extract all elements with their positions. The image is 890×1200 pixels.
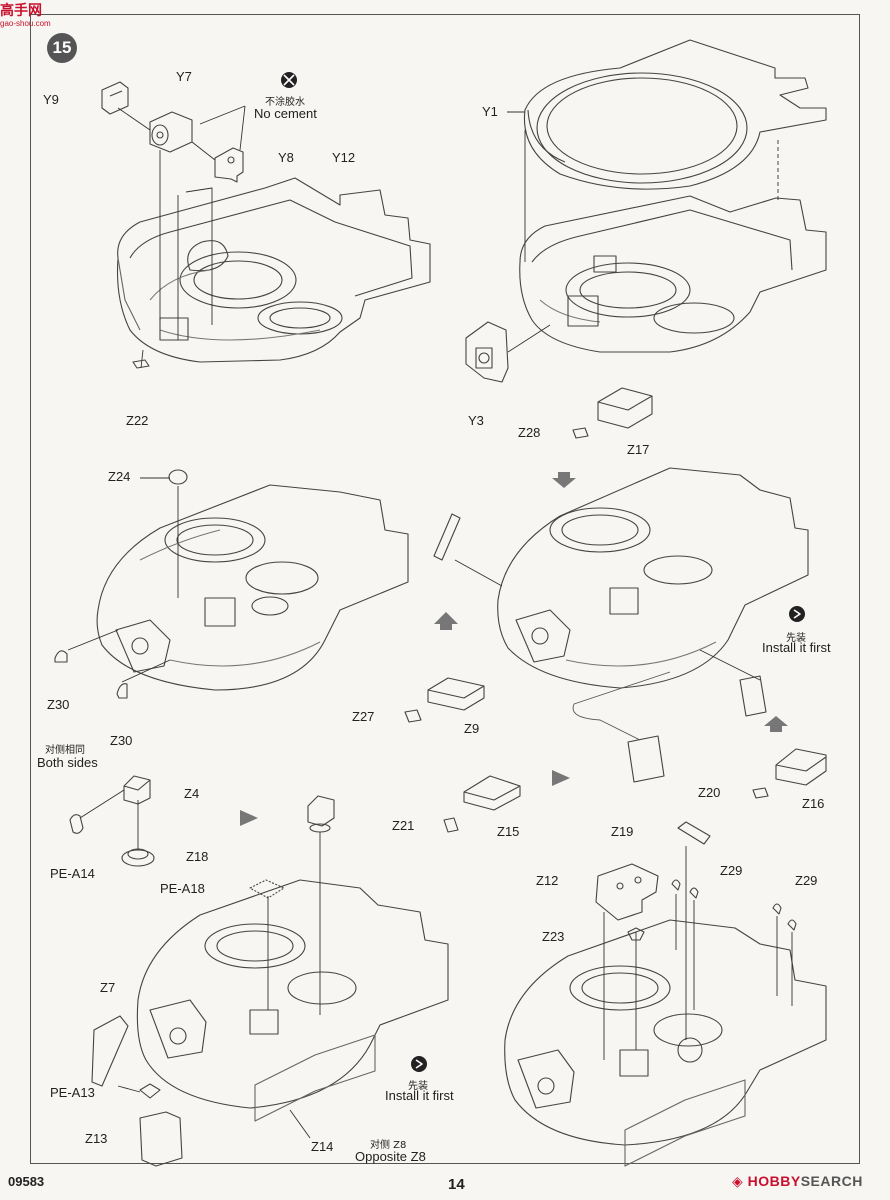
no-cement-icon [281, 72, 297, 88]
part-y8 [214, 147, 244, 183]
turret-right-mid [497, 467, 809, 689]
label-z16: Z16 [802, 796, 825, 811]
install-first-icon-2 [411, 1056, 427, 1072]
part-z24 [168, 469, 188, 485]
kit-code: 09583 [8, 1174, 45, 1189]
part-z12 [595, 863, 659, 921]
opposite-cn: 对侧 Z8 [370, 1140, 407, 1151]
turret-left-mid [96, 484, 409, 691]
part-z9 [427, 677, 485, 711]
label-pe-a14: PE-A14 [50, 866, 95, 881]
part-z27 [404, 709, 422, 723]
part-z4 [123, 775, 151, 805]
label-z12: Z12 [536, 873, 559, 888]
part-z21 [443, 817, 459, 833]
label-z7: Z7 [100, 980, 116, 995]
label-z17: Z17 [627, 442, 650, 457]
label-z29-b: Z29 [795, 873, 818, 888]
hobbysearch-watermark: ◈ HOBBY​SEARCH [732, 1173, 863, 1189]
label-pe-a18: PE-A18 [160, 881, 205, 896]
panel3-guides [67, 477, 179, 683]
part-z30-b [116, 683, 128, 699]
no-cement-en: No cement [254, 106, 317, 121]
opposite-en: Opposite Z8 [355, 1149, 426, 1164]
turret-ring-y1 [523, 39, 827, 190]
part-lower-panel [627, 735, 665, 783]
part-y7 [149, 111, 193, 153]
label-z13: Z13 [85, 1131, 108, 1146]
turret-bottom-right [504, 919, 827, 1167]
no-cement-cn: 不涂胶水 [265, 97, 305, 108]
label-z21: Z21 [392, 818, 415, 833]
part-z7 [91, 1015, 129, 1087]
turret-hull-right [519, 195, 827, 353]
label-z30-a: Z30 [47, 697, 70, 712]
label-y8: Y8 [278, 150, 294, 165]
panel2-guides [507, 111, 779, 353]
step-number-badge: 15 [47, 33, 77, 63]
part-left-panel [433, 513, 461, 561]
part-z28 [572, 427, 589, 439]
label-z14: Z14 [311, 1139, 334, 1154]
label-z15: Z15 [497, 824, 520, 839]
panel6-guides [603, 846, 793, 1060]
part-z15 [463, 775, 521, 811]
label-z29-a: Z29 [720, 863, 743, 878]
part-pe-a14 [69, 814, 84, 834]
label-z20: Z20 [698, 785, 721, 800]
label-y7: Y7 [176, 69, 192, 84]
label-z22: Z22 [126, 413, 149, 428]
label-z4: Z4 [184, 786, 200, 801]
label-z23: Z23 [542, 929, 565, 944]
part-z30-a [54, 650, 68, 663]
label-y9: Y9 [43, 92, 59, 107]
panel4-guides [454, 559, 761, 741]
turret-bottom-left [136, 879, 449, 1122]
part-z29-a [671, 879, 699, 899]
part-upper-block [307, 795, 335, 833]
part-z19 [677, 821, 711, 845]
panel5-guides [79, 789, 321, 1139]
part-z13 [139, 1111, 183, 1167]
label-z18: Z18 [186, 849, 209, 864]
both-sides-cn: 对侧相同 [45, 745, 85, 756]
part-y9 [101, 81, 129, 115]
part-z20 [752, 787, 769, 799]
install-first2-cn: 先装 [408, 1081, 428, 1092]
part-z16 [775, 748, 827, 786]
part-z29-b [772, 903, 797, 931]
flow-arrows [240, 472, 788, 826]
label-y3: Y3 [468, 413, 484, 428]
part-right-panel [739, 675, 767, 717]
turret-hull-y12 [117, 177, 431, 363]
page-number: 14 [448, 1176, 465, 1193]
part-pe-a13 [139, 1083, 161, 1099]
label-z19: Z19 [611, 824, 634, 839]
part-z23 [627, 927, 645, 941]
part-z22 [132, 359, 150, 369]
install-first2-en: Install it first [385, 1088, 454, 1103]
panel1-guides [117, 105, 246, 369]
label-z27: Z27 [352, 709, 375, 724]
part-pe-a18 [249, 879, 285, 899]
install-first-icon [789, 606, 805, 622]
label-z24: Z24 [108, 469, 131, 484]
part-y3 [465, 321, 509, 383]
both-sides-en: Both sides [37, 755, 98, 770]
part-z17 [597, 387, 653, 429]
page-frame [30, 14, 860, 1164]
label-z9: Z9 [464, 721, 480, 736]
label-z30-b: Z30 [110, 733, 133, 748]
install-first-cn: 先装 [786, 633, 806, 644]
label-pe-a13: PE-A13 [50, 1085, 95, 1100]
install-first-en: Install it first [762, 640, 831, 655]
part-z18 [121, 848, 155, 867]
label-y1: Y1 [482, 104, 498, 119]
label-z28: Z28 [518, 425, 541, 440]
label-y12: Y12 [332, 150, 356, 165]
